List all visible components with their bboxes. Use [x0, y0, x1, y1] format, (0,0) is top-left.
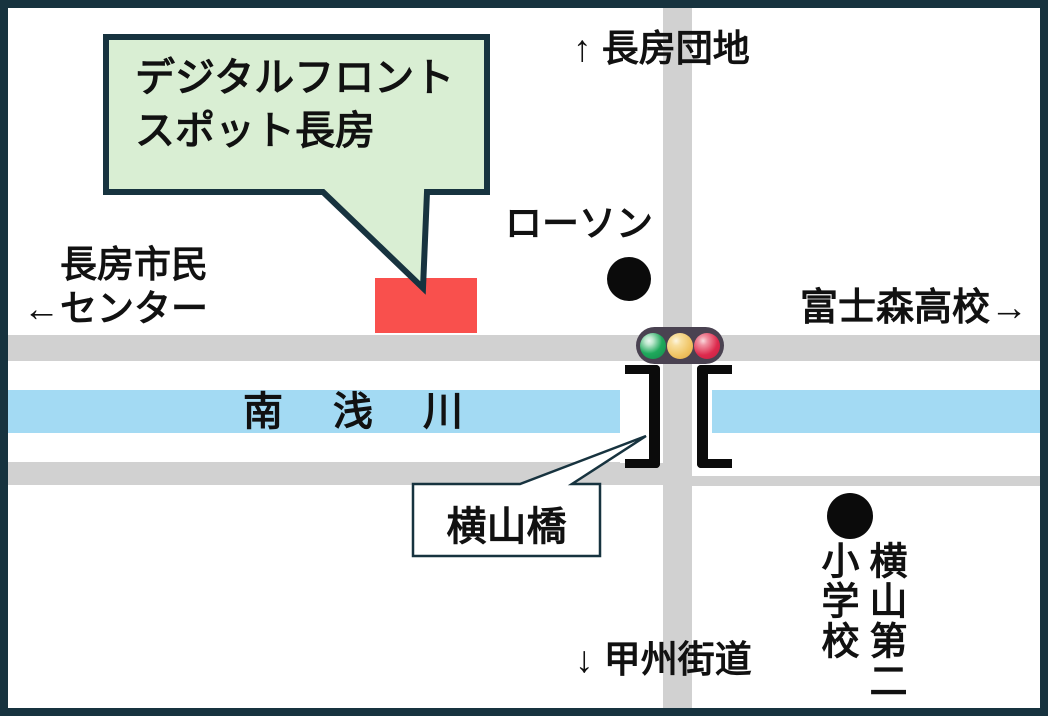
callout-title: デジタルフロント スポット長房	[135, 52, 454, 158]
bridge-label: 横山橋	[446, 505, 567, 549]
label-north-nagafusa-danchi: ↑ 長房団地	[573, 28, 750, 69]
traffic-light-green-lamp	[640, 332, 666, 359]
label-river: 南浅川	[243, 390, 513, 434]
school-dot	[827, 493, 873, 539]
callout-title-line1: デジタルフロント	[135, 56, 455, 100]
callout-title-line2: スポット長房	[135, 109, 375, 153]
river-minami-asakawa	[0, 390, 1048, 433]
bridge-bracket-right	[697, 365, 732, 468]
traffic-light-icon	[636, 327, 724, 364]
traffic-light-yellow-lamp	[667, 332, 693, 359]
bridge-bracket-left	[625, 365, 660, 468]
label-school-vertical: 横山第二小学校	[815, 541, 905, 701]
lawson-dot	[607, 257, 651, 301]
road-lower-left	[0, 462, 663, 485]
traffic-light-red-lamp	[694, 332, 720, 359]
callout-bubble-shape	[103, 34, 490, 295]
label-lawson: ローソン	[505, 203, 653, 244]
label-east-fujimori-hs: 富士森高校→	[800, 287, 1029, 329]
label-west-civic-center: 長房市民 ←センター	[20, 243, 208, 331]
label-west-line1: 長房市民	[60, 244, 208, 285]
road-horizontal-main	[0, 335, 1048, 361]
label-west-line2: ←センター	[23, 288, 208, 329]
label-south-koshu-kaido: ↓ 甲州街道	[575, 639, 752, 680]
road-lower-right	[692, 476, 1048, 486]
bridge-callout-shape	[411, 434, 647, 558]
